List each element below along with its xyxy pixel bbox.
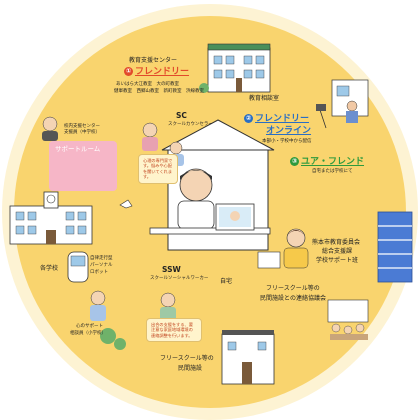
ssw-sub: スクールソーシャルワーカー (150, 276, 209, 281)
tree-icon (114, 338, 126, 350)
education-consultation-room-label: 教育相談室 (249, 95, 280, 102)
person-at-computer (257, 228, 309, 269)
free-school-line2: 民間施設 (178, 365, 203, 372)
education-center-locations-2: 健軍教室 西郷山教室 新町教室 浜線教室 (114, 89, 204, 94)
online-studio-illustration (316, 79, 369, 129)
free-school-building (221, 330, 275, 385)
robot-illustration (67, 251, 89, 283)
sc-title: SC (176, 111, 187, 120)
education-center-building (199, 43, 271, 93)
robot-line1: 自律走行型 (90, 256, 113, 261)
robot-line2: パーソナル (90, 263, 113, 268)
sc-note: 心理の専門家です。悩みや心配を聞いてくれます。 (138, 154, 178, 184)
bird-icon (119, 199, 133, 209)
your-friend-sub: 自宅または学校にて (312, 169, 353, 174)
counselor-illustration (90, 290, 106, 321)
board-line1: 熊本市教育委員会 (312, 239, 361, 246)
home-label: 自宅 (220, 278, 233, 285)
school-support-line2: 支援員（中学校） (64, 130, 100, 135)
education-center-title: 教育支援センター (129, 57, 178, 64)
tree-icon (100, 328, 116, 344)
robot-line3: ロボット (90, 270, 108, 275)
counselor-line1: 心のサポート (76, 324, 103, 329)
counselor-line2: 相談員（小学校） (70, 331, 106, 336)
board-of-education-building (377, 211, 413, 283)
school-support-staff-illustration (42, 116, 58, 141)
free-school-council-line2: 民間施設との連絡協議会 (260, 295, 326, 302)
school-building (9, 191, 93, 245)
schools-label: 各学校 (40, 265, 59, 272)
support-room-panel: サポートルーム (49, 141, 117, 191)
child-at-desk (149, 168, 271, 235)
friendly-label: フレンドリー (135, 67, 190, 77)
council-meeting-illustration (327, 299, 369, 340)
support-room-label: サポートルーム (55, 145, 101, 153)
online-sub: 本部小・学校中から配信 (262, 139, 312, 144)
online-title-line2: オンライン (266, 126, 312, 136)
number-badge: ② (244, 114, 253, 123)
number-badge: ① (124, 67, 133, 76)
ssw-note: 出合の支援をする、要注意な家庭地域環境の連絡調整を行います。 (146, 318, 202, 343)
board-line3: 学校サポート班 (316, 257, 359, 264)
sc-sub: スクールカウンセラー (168, 122, 213, 127)
board-line2: 総合支援課 (322, 248, 353, 255)
free-school-line1: フリースクール等の (160, 355, 214, 362)
free-school-council-line1: フリースクール等の (266, 285, 320, 292)
number-badge: ③ (290, 157, 299, 166)
education-center-locations-1: あいはら大江教室 大の町教室 (116, 82, 179, 87)
school-support-line1: 校内支援センター (64, 124, 100, 129)
ssw-title: SSW (162, 265, 181, 274)
